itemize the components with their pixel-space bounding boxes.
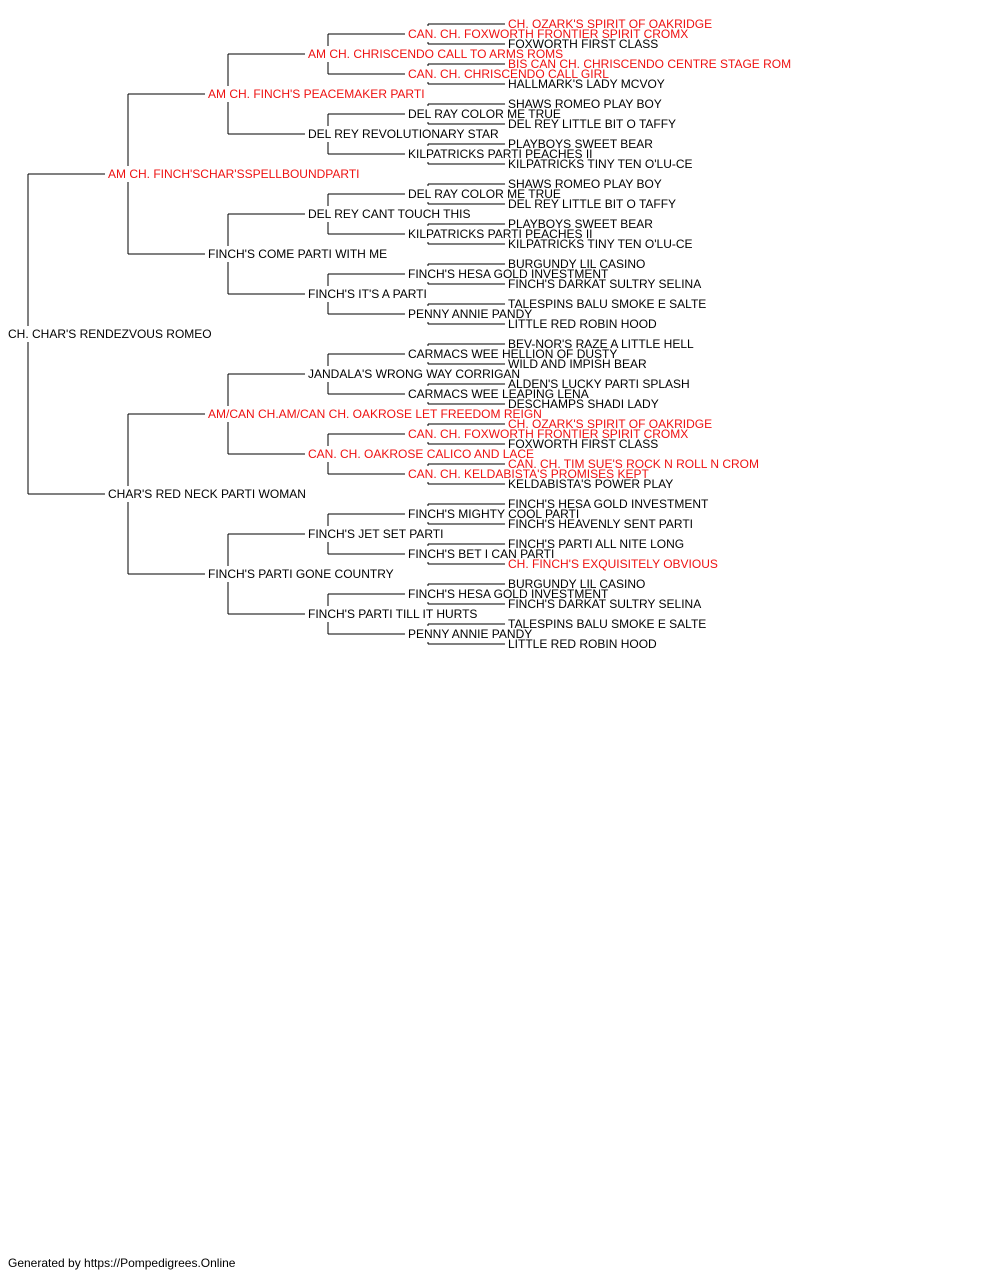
ancestor-name[interactable]: FOXWORTH FIRST CLASS	[508, 37, 658, 51]
champion-ancestor-name[interactable]: CH. FINCH'S EXQUISITELY OBVIOUS	[508, 557, 718, 571]
ancestor-name[interactable]: FINCH'S HESA GOLD INVESTMENT	[508, 497, 709, 511]
ancestor-name[interactable]: FINCH'S DARKAT SULTRY SELINA	[508, 277, 701, 291]
connector-lines	[27, 23, 505, 645]
ancestor-name[interactable]: HALLMARK'S LADY MCVOY	[508, 77, 665, 91]
champion-ancestor-name[interactable]: AM CH. CHRISCENDO CALL TO ARMS ROMS	[308, 47, 563, 61]
ancestor-name[interactable]: CARMACS WEE HELLION OF DUSTY	[408, 347, 617, 361]
ancestor-name[interactable]: JANDALA'S WRONG WAY CORRIGAN	[308, 367, 520, 381]
ancestor-name[interactable]: FINCH'S DARKAT SULTRY SELINA	[508, 597, 701, 611]
ancestor-name[interactable]: SHAWS ROMEO PLAY BOY	[508, 177, 662, 191]
ancestor-name[interactable]: FOXWORTH FIRST CLASS	[508, 437, 658, 451]
ancestor-name[interactable]: FINCH'S JET SET PARTI	[308, 527, 443, 541]
ancestor-name[interactable]: FINCH'S PARTI ALL NITE LONG	[508, 537, 684, 551]
ancestor-name[interactable]: PLAYBOYS SWEET BEAR	[508, 217, 653, 231]
ancestor-name[interactable]: FINCH'S MIGHTY COOL PARTI	[408, 507, 579, 521]
champion-ancestor-name[interactable]: CAN. CH. TIM SUE'S ROCK N ROLL N CROM	[508, 457, 759, 471]
ancestor-name[interactable]: DEL REY CANT TOUCH THIS	[308, 207, 471, 221]
ancestor-name[interactable]: TALESPINS BALU SMOKE E SALTE	[508, 617, 706, 631]
ancestor-name[interactable]: CHAR'S RED NECK PARTI WOMAN	[108, 487, 306, 501]
ancestor-name[interactable]: PENNY ANNIE PANDY	[408, 307, 532, 321]
ancestor-name[interactable]: ALDEN'S LUCKY PARTI SPLASH	[508, 377, 690, 391]
ancestor-name[interactable]: FINCH'S PARTI TILL IT HURTS	[308, 607, 477, 621]
ancestor-name[interactable]: DEL REY LITTLE BIT O TAFFY	[508, 117, 676, 131]
ancestor-name[interactable]: TALESPINS BALU SMOKE E SALTE	[508, 297, 706, 311]
ancestor-name[interactable]: CH. CHAR'S RENDEZVOUS ROMEO	[8, 327, 212, 341]
ancestor-name[interactable]: FINCH'S PARTI GONE COUNTRY	[208, 567, 394, 581]
ancestor-name[interactable]: KILPATRICKS TINY TEN O'LU-CE	[508, 237, 693, 251]
ancestor-name[interactable]: LITTLE RED ROBIN HOOD	[508, 317, 657, 331]
champion-ancestor-name[interactable]: AM/CAN CH.AM/CAN CH. OAKROSE LET FREEDOM…	[208, 407, 542, 421]
ancestor-name[interactable]: FINCH'S HESA GOLD INVESTMENT	[408, 587, 609, 601]
ancestor-name[interactable]: BEV-NOR'S RAZE A LITTLE HELL	[508, 337, 694, 351]
ancestor-name[interactable]: CARMACS WEE LEAPING LENA	[408, 387, 589, 401]
ancestor-name[interactable]: PLAYBOYS SWEET BEAR	[508, 137, 653, 151]
ancestor-name[interactable]: FINCH'S HEAVENLY SENT PARTI	[508, 517, 693, 531]
ancestor-name[interactable]: FINCH'S COME PARTI WITH ME	[208, 247, 387, 261]
ancestor-name[interactable]: FINCH'S BET I CAN PARTI	[408, 547, 554, 561]
ancestor-name[interactable]: DEL RAY COLOR ME TRUE	[408, 187, 561, 201]
generated-by-footer: Generated by https://Pompedigrees.Online	[8, 1256, 236, 1270]
champion-ancestor-name[interactable]: CAN. CH. KELDABISTA'S PROMISES KEPT	[408, 467, 649, 481]
champion-ancestor-name[interactable]: CAN. CH. OAKROSE CALICO AND LACE	[308, 447, 534, 461]
champion-ancestor-name[interactable]: BIS CAN CH. CHRISCENDO CENTRE STAGE ROM	[508, 57, 791, 71]
ancestor-name[interactable]: BURGUNDY LIL CASINO	[508, 577, 645, 591]
ancestor-name[interactable]: LITTLE RED ROBIN HOOD	[508, 637, 657, 651]
ancestor-name[interactable]: KELDABISTA'S POWER PLAY	[508, 477, 673, 491]
ancestor-name[interactable]: DEL REY REVOLUTIONARY STAR	[308, 127, 499, 141]
ancestor-name[interactable]: WILD AND IMPISH BEAR	[508, 357, 647, 371]
champion-ancestor-name[interactable]: CAN. CH. FOXWORTH FRONTIER SPIRIT CROMX	[408, 27, 688, 41]
ancestor-name[interactable]: PENNY ANNIE PANDY	[408, 627, 532, 641]
champion-ancestor-name[interactable]: AM CH. FINCH'SCHAR'SSPELLBOUNDPARTI	[108, 167, 360, 181]
ancestor-name[interactable]: KILPATRICKS TINY TEN O'LU-CE	[508, 157, 693, 171]
ancestor-name[interactable]: KILPATRICKS PARTI PEACHES II	[408, 147, 593, 161]
ancestor-name[interactable]: BURGUNDY LIL CASINO	[508, 257, 645, 271]
champion-ancestor-name[interactable]: CH. OZARK'S SPIRIT OF OAKRIDGE	[508, 17, 712, 31]
champion-ancestor-name[interactable]: CH. OZARK'S SPIRIT OF OAKRIDGE	[508, 417, 712, 431]
champion-ancestor-name[interactable]: AM CH. FINCH'S PEACEMAKER PARTI	[208, 87, 425, 101]
ancestor-name[interactable]: SHAWS ROMEO PLAY BOY	[508, 97, 662, 111]
ancestor-labels: CH. CHAR'S RENDEZVOUS ROMEO AM CH. FINCH'…	[8, 17, 791, 651]
champion-ancestor-name[interactable]: CAN. CH. FOXWORTH FRONTIER SPIRIT CROMX	[408, 427, 688, 441]
ancestor-name[interactable]: KILPATRICKS PARTI PEACHES II	[408, 227, 593, 241]
ancestor-name[interactable]: FINCH'S HESA GOLD INVESTMENT	[408, 267, 609, 281]
champion-ancestor-name[interactable]: CAN. CH. CHRISCENDO CALL GIRL	[408, 67, 609, 81]
ancestor-name[interactable]: FINCH'S IT'S A PARTI	[308, 287, 427, 301]
ancestor-name[interactable]: DEL RAY COLOR ME TRUE	[408, 107, 561, 121]
ancestor-name[interactable]: DESCHAMPS SHADI LADY	[508, 397, 659, 411]
ancestor-name[interactable]: DEL REY LITTLE BIT O TAFFY	[508, 197, 676, 211]
